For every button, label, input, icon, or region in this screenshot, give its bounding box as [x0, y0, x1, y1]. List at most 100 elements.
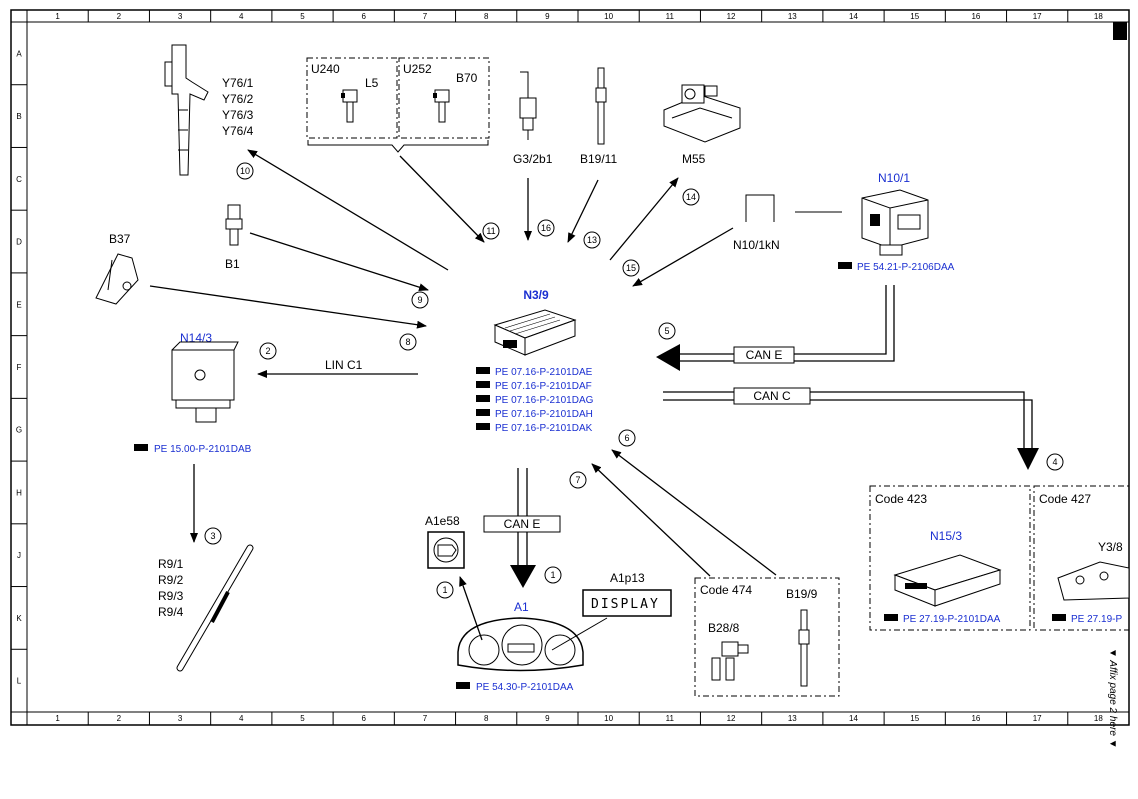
svg-text:9: 9 — [417, 295, 422, 305]
b28-8-label: B28/8 — [708, 621, 740, 635]
ref-link[interactable]: PE 07.16-P-2101DAG — [495, 395, 594, 406]
callout-11: 11 — [482, 222, 500, 240]
ref-link[interactable]: PE 07.16-P-2101DAE — [495, 367, 593, 378]
a1e58-label: A1e58 — [425, 514, 460, 528]
grid-column-label: 12 — [727, 12, 736, 21]
glow-plug-label: R9/4 — [158, 605, 184, 619]
grid-column-label: 18 — [1094, 714, 1103, 723]
callout-13: 13 — [583, 231, 601, 249]
book-icon — [884, 614, 898, 621]
injector-label: Y76/2 — [222, 92, 254, 106]
book-icon — [134, 444, 148, 451]
callout-1a: 1 — [436, 581, 454, 599]
code-group-u240 — [306, 57, 398, 139]
grid-column-label: 17 — [1033, 12, 1042, 21]
svg-text:6: 6 — [624, 433, 629, 443]
grid-column-label: 4 — [239, 12, 244, 21]
display-box — [582, 589, 672, 617]
grid-column-label: 3 — [178, 12, 183, 21]
svg-text:13: 13 — [587, 235, 597, 245]
ecu-module-icon — [493, 309, 577, 356]
a1p13-label: A1p13 — [610, 571, 645, 585]
grid-column-label: 6 — [361, 714, 366, 723]
grid-column-label: 6 — [361, 12, 366, 21]
callout-14: 14 — [682, 188, 700, 206]
svg-text:14: 14 — [686, 192, 696, 202]
b19-11-label: B19/11 — [580, 152, 617, 166]
b37-label: B37 — [109, 232, 131, 246]
arrow-9 — [249, 232, 429, 292]
n14-3-label: N14/3 — [180, 331, 212, 345]
u252-label: U252 — [403, 62, 432, 76]
temp-sensor-icon — [595, 67, 607, 145]
code-group-423 — [869, 485, 1031, 631]
b19-9-label: B19/9 — [786, 587, 818, 601]
svg-text:1: 1 — [442, 585, 447, 595]
book-icon — [456, 682, 470, 689]
n15-3-ref-link[interactable]: PE 27.19-P-2101DAA — [903, 614, 1001, 625]
grid-row-label: J — [17, 551, 21, 560]
can-e-arrowhead-left — [656, 344, 680, 371]
grid-row-label: B — [16, 112, 21, 121]
callout-7: 7 — [569, 471, 587, 489]
injector-icon — [164, 44, 209, 176]
ref-link[interactable]: PE 07.16-P-2101DAH — [495, 409, 593, 420]
grid-column-label: 17 — [1033, 714, 1042, 723]
ref-link[interactable]: PE 07.16-P-2101DAK — [495, 423, 593, 434]
grid-column-label: 18 — [1094, 12, 1103, 21]
callout-1b: 1 — [544, 566, 562, 584]
arrow-13 — [567, 179, 599, 243]
a1-ref-link[interactable]: PE 54.30-P-2101DAA — [476, 682, 574, 693]
can-c-bus — [663, 391, 1033, 448]
n10-1-ref-link[interactable]: PE 54.21-P-2106DAA — [857, 262, 955, 273]
glow-control-module-icon — [171, 341, 239, 423]
instrument-cluster-icon — [457, 617, 584, 672]
book-icon — [476, 423, 490, 430]
callout-9: 9 — [411, 291, 429, 309]
grid-column-label: 8 — [484, 12, 489, 21]
relay-module-icon — [861, 189, 929, 256]
code474-label: Code 474 — [700, 583, 752, 597]
injector-label: Y76/1 — [222, 76, 254, 90]
arrow-11 — [399, 155, 485, 243]
grid-column-label: 7 — [423, 12, 428, 21]
can-e-down-label-box — [483, 515, 561, 533]
lin-c1-label: LIN C1 — [325, 358, 363, 372]
n14-3-ref-link[interactable]: PE 15.00-P-2101DAB — [154, 444, 252, 455]
grid-column-label: 15 — [910, 714, 919, 723]
grid-column-label: 9 — [545, 714, 550, 723]
code-group-427 — [1033, 485, 1130, 631]
can-e-down-label: CAN E — [504, 517, 541, 531]
can-e-label-box — [733, 346, 795, 364]
svg-text:7: 7 — [575, 475, 580, 485]
grid-row-label: F — [17, 363, 22, 372]
l5-label: L5 — [365, 76, 379, 90]
svg-text:3: 3 — [210, 531, 215, 541]
arrow-1 — [459, 576, 483, 641]
glow-plug-label: R9/3 — [158, 589, 184, 603]
svg-text:10: 10 — [240, 166, 250, 176]
grid-column-label: 16 — [971, 12, 980, 21]
y3-8-ref-link[interactable]: PE 27.19-P — [1071, 614, 1122, 625]
book-icon — [476, 409, 490, 416]
oxygen-sensor-icon — [519, 71, 537, 140]
grid-column-label: 14 — [849, 714, 858, 723]
svg-text:15: 15 — [626, 263, 636, 273]
grid-column-label: 2 — [117, 714, 122, 723]
grid-column-label: 16 — [971, 714, 980, 723]
svg-text:5: 5 — [664, 326, 669, 336]
grid-column-label: 8 — [484, 714, 489, 723]
code-group-474 — [694, 577, 840, 697]
grid-column-label: 10 — [604, 714, 613, 723]
m55-label: M55 — [682, 152, 706, 166]
glow-plug-label: R9/2 — [158, 573, 184, 587]
pedal-sensor-icon — [95, 253, 139, 305]
grid-column-label: 1 — [55, 12, 60, 21]
grid-column-label: 2 — [117, 12, 122, 21]
ref-link[interactable]: PE 07.16-P-2101DAF — [495, 381, 592, 392]
grid-column-label: 11 — [666, 714, 675, 723]
book-icon — [838, 262, 852, 269]
svg-text:2: 2 — [265, 346, 270, 356]
camshaft-sensor-icon — [433, 89, 450, 123]
code-group-u252 — [398, 57, 490, 139]
